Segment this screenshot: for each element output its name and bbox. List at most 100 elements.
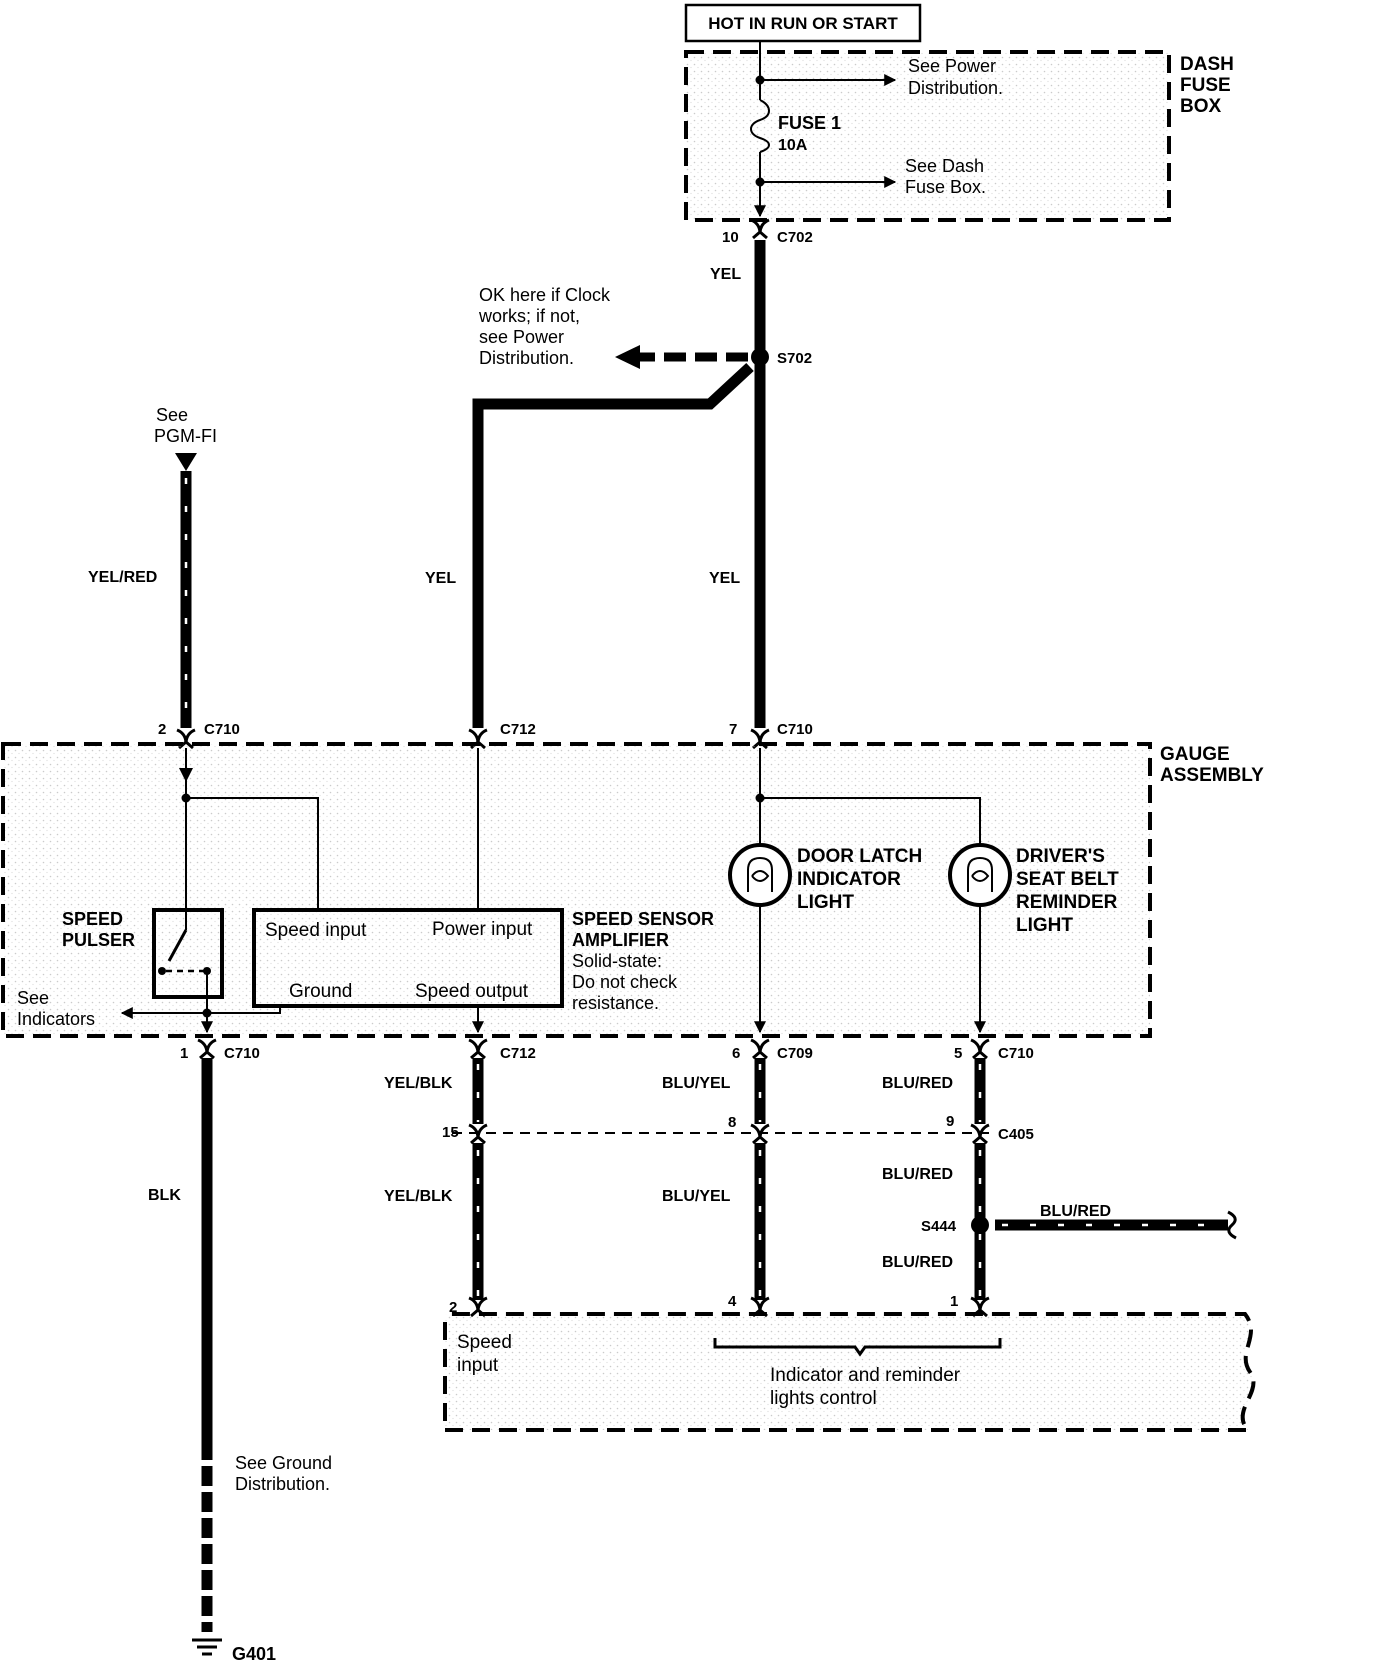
wire-yel-branch xyxy=(472,362,754,728)
splice-s444 xyxy=(971,1216,989,1234)
pgm-fi-ref-line: PGM-FI xyxy=(154,426,217,446)
amp-terminal-speed-output: Speed output xyxy=(415,981,529,1002)
c710-pin5-name: C710 xyxy=(998,1045,1034,1062)
c405-pin9: 9 xyxy=(946,1113,954,1130)
wire-label-blu-red-mid: BLU/RED xyxy=(882,1166,953,1183)
wire-label-yel-top: YEL xyxy=(710,266,741,283)
amp-terminal-speed-input: Speed input xyxy=(265,920,367,941)
splice-s702-label: S702 xyxy=(777,350,812,367)
amplifier-note-line: resistance. xyxy=(572,993,659,1013)
wire-label-yel-blk-lower: YEL/BLK xyxy=(384,1188,453,1205)
control-unit-speed-input-line: Speed xyxy=(457,1332,512,1353)
ground-g401-label: G401 xyxy=(232,1644,276,1664)
c710-pin2-pin: 2 xyxy=(158,721,166,738)
ground-dist-ref: See Ground Distribution. xyxy=(235,1453,337,1494)
power-dist-ref: See Power Distribution. xyxy=(908,56,1003,98)
door-latch-label-line: INDICATOR xyxy=(797,869,901,890)
control-unit-speed-input-line: input xyxy=(457,1355,499,1376)
clock-note-line: OK here if Clock xyxy=(479,285,611,305)
control-unit-box xyxy=(443,1312,1256,1432)
seatbelt-reminder-label-line: DRIVER'S xyxy=(1016,846,1105,867)
lights-control-brace xyxy=(713,1338,1002,1357)
door-latch-label: DOOR LATCH INDICATOR LIGHT xyxy=(797,846,928,913)
seatbelt-feed-wire xyxy=(760,797,981,845)
c710-pin7-name: C710 xyxy=(777,721,813,738)
indicators-ref-line: Indicators xyxy=(17,1009,95,1029)
pulser-contact-dot xyxy=(158,967,166,975)
c710-pin5-pin: 5 xyxy=(954,1045,962,1062)
gauge-assembly-label-line: GAUGE xyxy=(1160,744,1230,765)
connector-c709 xyxy=(749,1038,771,1060)
fuse-1-symbol xyxy=(750,99,770,153)
c702-pin: 10 xyxy=(722,229,739,246)
speed-pulser-label-line: SPEED xyxy=(62,909,123,929)
seatbelt-reminder-label: DRIVER'S SEAT BELT REMINDER LIGHT xyxy=(1016,846,1124,936)
speed-sensor-amplifier-box xyxy=(252,908,564,1008)
door-latch-label-line: DOOR LATCH xyxy=(797,846,922,867)
gauge-assembly-label: GAUGE ASSEMBLY xyxy=(1160,744,1264,786)
power-dist-ref-line: See Power xyxy=(908,56,996,76)
amplifier-note-line: Do not check xyxy=(572,972,678,992)
wire-label-blu-yel-upper: BLU/YEL xyxy=(662,1075,731,1092)
c712-out-name: C712 xyxy=(500,1045,536,1062)
door-latch-filament xyxy=(747,856,773,892)
c710-pin7-pin: 7 xyxy=(729,721,737,738)
pgm-fi-ref-line: See xyxy=(156,405,188,425)
connector-c712-out xyxy=(467,1038,489,1060)
wire-label-yel-right: YEL xyxy=(709,570,740,587)
amplifier-note: Solid-state: Do not check resistance. xyxy=(572,951,682,1013)
wire-label-blk: BLK xyxy=(148,1187,181,1204)
c405-pin8: 8 xyxy=(728,1114,736,1131)
gauge-assembly-label-line: ASSEMBLY xyxy=(1160,765,1264,786)
clock-note-line: works; if not, xyxy=(478,306,580,326)
ground-dist-ref-line: Distribution. xyxy=(235,1474,330,1494)
door-latch-bulb xyxy=(728,843,792,907)
pgm-fi-ref: See PGM-FI xyxy=(154,405,217,446)
amp-terminal-ground: Ground xyxy=(289,981,352,1002)
clock-arrow-head xyxy=(615,345,640,369)
dash-fuse-box-label-line: BOX xyxy=(1180,96,1222,117)
wire-label-blu-red-branch: BLU/RED xyxy=(1040,1203,1111,1220)
connector-c710-pin1 xyxy=(196,1038,218,1060)
amplifier-ground-wire xyxy=(207,1006,281,1014)
ground-dist-ref-line: See Ground xyxy=(235,1453,332,1473)
pulser-switch-lever xyxy=(167,929,188,962)
bottom-pin-4: 4 xyxy=(728,1293,737,1310)
amp-terminal-power-input: Power input xyxy=(432,919,533,940)
hot-in-run-label: HOT IN RUN OR START xyxy=(708,14,898,33)
c710-pin1-name: C710 xyxy=(224,1045,260,1062)
connector-c710-pin5 xyxy=(969,1038,991,1060)
seatbelt-reminder-label-line: REMINDER xyxy=(1016,892,1118,913)
wire-label-yel-red: YEL/RED xyxy=(88,569,157,586)
wire-label-yel-blk-upper: YEL/BLK xyxy=(384,1075,453,1092)
dash-fuse-box-label-line: FUSE xyxy=(1180,75,1231,96)
amplifier-title-line: AMPLIFIER xyxy=(572,930,669,950)
pgm-fi-arrow xyxy=(175,453,197,471)
c710-pin2-name: C710 xyxy=(204,721,240,738)
wire-label-blu-red-lower: BLU/RED xyxy=(882,1254,953,1271)
c710-pin1-pin: 1 xyxy=(180,1045,188,1062)
fuse-rating: 10A xyxy=(778,137,808,154)
speed-input-wire xyxy=(186,797,319,910)
amplifier-note-line: Solid-state: xyxy=(572,951,662,971)
wire-blu-red-branch-break xyxy=(1227,1210,1237,1240)
seatbelt-reminder-filament xyxy=(967,856,993,892)
dash-fuse-ref-line: See Dash xyxy=(905,156,984,176)
seatbelt-reminder-bulb xyxy=(948,843,1012,907)
dash-fuse-ref-line: Fuse Box. xyxy=(905,177,986,197)
fuse-name: FUSE 1 xyxy=(778,113,841,133)
clock-note-line: Distribution. xyxy=(479,348,574,368)
bottom-pin-1: 1 xyxy=(950,1293,958,1310)
connector-c702 xyxy=(749,218,771,240)
c405-name: C405 xyxy=(998,1126,1034,1143)
splice-s444-label: S444 xyxy=(921,1218,957,1235)
door-latch-label-line: LIGHT xyxy=(797,892,854,913)
clock-note: OK here if Clock works; if not, see Powe… xyxy=(478,285,615,368)
lights-control-label-line: lights control xyxy=(770,1388,877,1409)
lights-control-label-line: Indicator and reminder xyxy=(770,1365,961,1386)
lights-control-label: Indicator and reminder lights control xyxy=(770,1365,965,1409)
splice-s702 xyxy=(751,348,769,366)
control-unit-speed-input: Speed input xyxy=(457,1332,517,1376)
dash-fuse-box-label-line: DASH xyxy=(1180,54,1234,75)
